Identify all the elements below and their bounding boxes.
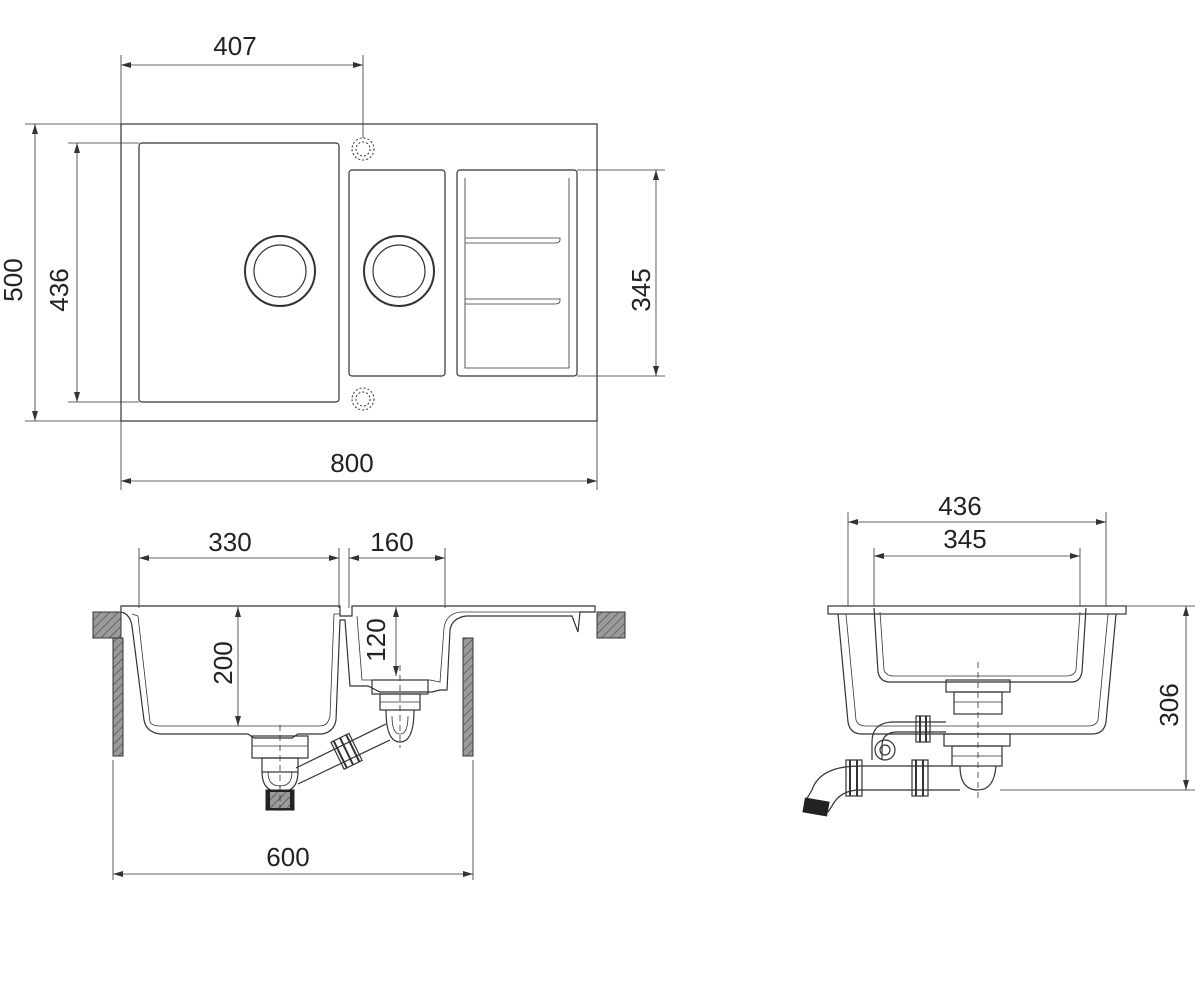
side-outlet-pipe [805, 765, 960, 813]
main-drain-inner [253, 244, 307, 298]
front-sink-profile [120, 605, 596, 739]
side-section-view: 436 345 306 [802, 491, 1195, 817]
main-drain-outer [244, 235, 316, 307]
front-section-view: 330 160 200 120 600 [92, 527, 626, 880]
tap-hole-bottom [351, 387, 375, 411]
side-lower-waste [943, 733, 1011, 791]
drainer-rib-1 [465, 237, 561, 244]
drainer-inner [464, 178, 570, 369]
dim-label-500: 500 [0, 258, 28, 301]
small-drain-outer [363, 235, 435, 307]
tap-hole-top [351, 137, 375, 161]
side-rim [827, 605, 1127, 615]
countertop-left [92, 611, 122, 639]
side-outlet-end [802, 797, 830, 817]
sink-outline [120, 123, 598, 422]
dim-label-436-side: 436 [938, 491, 981, 521]
pipe-nut [330, 732, 363, 771]
connecting-pipe [295, 723, 391, 785]
dim-label-800: 800 [330, 448, 373, 478]
side-pipe-nut-2 [911, 759, 929, 797]
cabinet-wall-right [462, 637, 474, 757]
side-overflow-nut [915, 715, 931, 743]
countertop-right [596, 611, 626, 639]
dim-label-120: 120 [361, 618, 391, 661]
small-waste-assembly [371, 679, 429, 743]
drainer [456, 169, 578, 377]
side-pipe-nut-1 [845, 759, 863, 797]
dim-label-200: 200 [208, 641, 238, 684]
side-inner-bowl [873, 607, 1087, 683]
dim-label-600: 600 [266, 842, 309, 872]
dim-label-407: 407 [213, 31, 256, 61]
dim-label-345-top: 345 [626, 268, 656, 311]
dim-label-306: 306 [1154, 683, 1184, 726]
dim-label-436-top: 436 [44, 268, 74, 311]
top-view: 407 500 436 345 800 [0, 31, 665, 490]
cabinet-wall-left [112, 637, 124, 757]
drainer-rib-2 [465, 298, 561, 305]
small-bowl [348, 169, 446, 377]
main-bowl [138, 142, 340, 403]
dim-label-160: 160 [370, 527, 413, 557]
side-outer-bowl [837, 613, 1117, 735]
dim-label-345-side: 345 [943, 524, 986, 554]
dim-label-330: 330 [208, 527, 251, 557]
small-drain-inner [372, 244, 426, 298]
